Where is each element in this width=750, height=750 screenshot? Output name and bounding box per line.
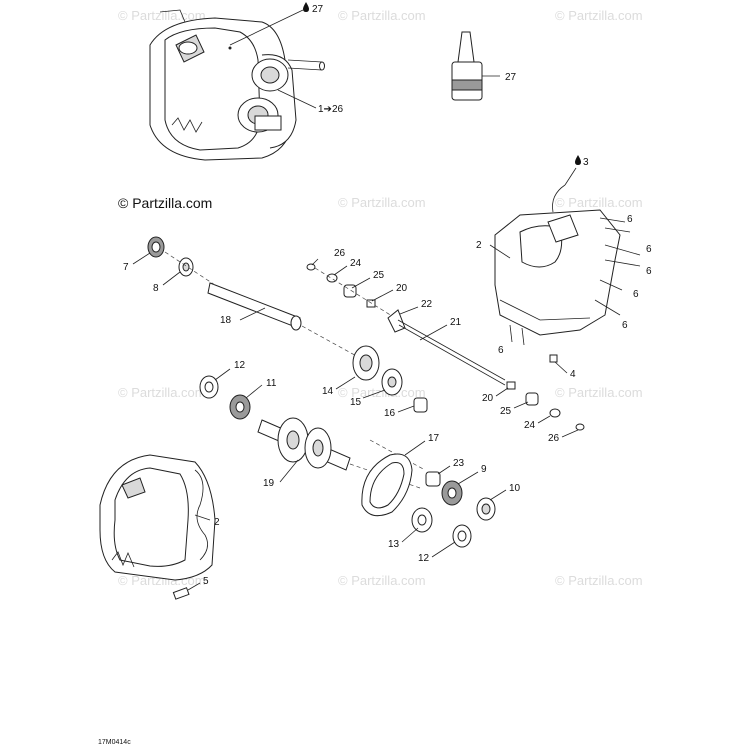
callout-label: 22 — [421, 299, 433, 310]
callout-label: 25 — [373, 270, 385, 281]
oil-drop-icon — [303, 2, 309, 12]
countershaft-19-group — [199, 375, 426, 489]
watermark: © Partzilla.com — [555, 8, 643, 23]
watermark: © Partzilla.com — [118, 385, 206, 400]
callout-label: 1➔26 — [318, 104, 344, 115]
callout-label: 6 — [646, 266, 652, 277]
callout-label: 12 — [418, 553, 430, 564]
shaft-end-parts — [411, 471, 496, 548]
watermark: © Partzilla.com — [555, 385, 643, 400]
callout-label: 5 — [203, 576, 209, 587]
threadlocker-bottle — [451, 31, 500, 101]
oil-drop-icon — [575, 155, 581, 165]
callout-label: 2 — [476, 240, 482, 251]
callout-label: 4 — [570, 369, 576, 380]
watermark: © Partzilla.com — [555, 195, 643, 210]
callout-labels: 27 27 1➔26 3 2 6 6 6 6 6 6 4 7 8 18 26 2… — [123, 2, 652, 587]
callout-label: 13 — [388, 539, 400, 550]
callout-label: 24 — [524, 420, 536, 431]
callout-label: 10 — [509, 483, 521, 494]
callout-label: 7 — [123, 262, 129, 273]
callout-label: 23 — [453, 458, 465, 469]
gearbox-assembly-drawing — [149, 9, 325, 161]
watermark: © Partzilla.com — [338, 195, 426, 210]
gears-14-15-group — [352, 345, 428, 413]
shaft-18-group — [147, 236, 361, 359]
callout-label: 3 — [583, 157, 589, 168]
callout-label: 26 — [548, 433, 560, 444]
callout-label: 6 — [498, 345, 504, 356]
gearbox-housing-right — [494, 184, 641, 363]
callout-label: 25 — [500, 406, 512, 417]
callout-label: 20 — [396, 283, 408, 294]
callout-label: 17 — [428, 433, 440, 444]
callout-label: 21 — [450, 317, 462, 328]
callout-label: 15 — [350, 397, 362, 408]
copyright-label: © Partzilla.com — [118, 195, 212, 211]
callout-label: 14 — [322, 386, 334, 397]
callout-label: 20 — [482, 393, 494, 404]
watermark: © Partzilla.com — [338, 385, 426, 400]
callout-label: 19 — [263, 478, 275, 489]
gearbox-housing-left — [99, 454, 216, 600]
drive-belt — [361, 453, 413, 517]
watermark: © Partzilla.com — [555, 573, 643, 588]
watermark: © Partzilla.com — [338, 573, 426, 588]
callout-label: 27 — [312, 4, 324, 15]
leader-lines — [132, 9, 579, 591]
callout-label: 6 — [646, 244, 652, 255]
shift-shaft-group — [306, 263, 585, 431]
callout-label: 6 — [633, 289, 639, 300]
callout-label: 8 — [153, 283, 159, 294]
callout-label: 2 — [214, 517, 220, 528]
watermarks: © Partzilla.com © Partzilla.com © Partzi… — [118, 8, 643, 588]
callout-label: 26 — [334, 248, 346, 259]
callout-label: 9 — [481, 464, 487, 475]
callout-label: 12 — [234, 360, 246, 371]
callout-label: 18 — [220, 315, 232, 326]
callout-label: 24 — [350, 258, 362, 269]
callout-label: 16 — [384, 408, 396, 419]
callout-label: 6 — [627, 214, 633, 225]
callout-label: 27 — [505, 72, 517, 83]
diagram-code: 17M0414c — [98, 739, 131, 746]
callout-label: 11 — [266, 378, 277, 389]
callout-label: 6 — [622, 320, 628, 331]
watermark: © Partzilla.com — [338, 8, 426, 23]
